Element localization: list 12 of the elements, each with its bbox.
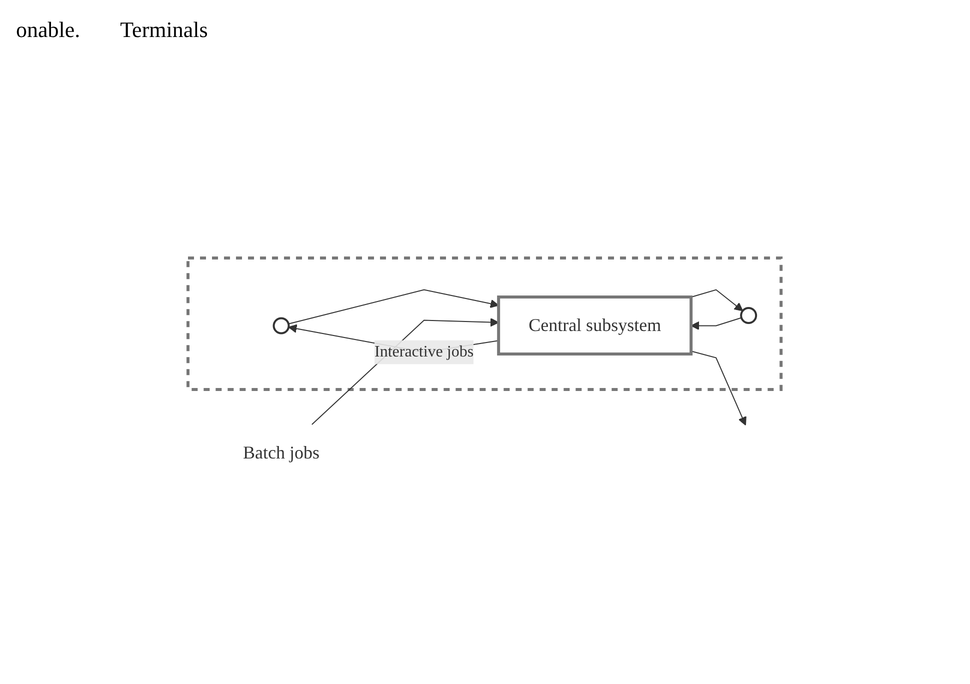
edge-label: Interactive jobs	[374, 344, 474, 360]
node-circle	[273, 318, 290, 334]
node-text: Batch jobs	[243, 442, 320, 463]
arrow	[288, 289, 500, 325]
cluster	[186, 256, 784, 392]
node-circle	[740, 307, 758, 324]
arrow	[691, 318, 742, 330]
note-text: onable.	[16, 17, 80, 43]
arrow	[691, 289, 744, 312]
note-text: Terminals	[120, 17, 208, 43]
node-box: Central subsystem	[498, 296, 694, 356]
arrow	[691, 350, 747, 426]
